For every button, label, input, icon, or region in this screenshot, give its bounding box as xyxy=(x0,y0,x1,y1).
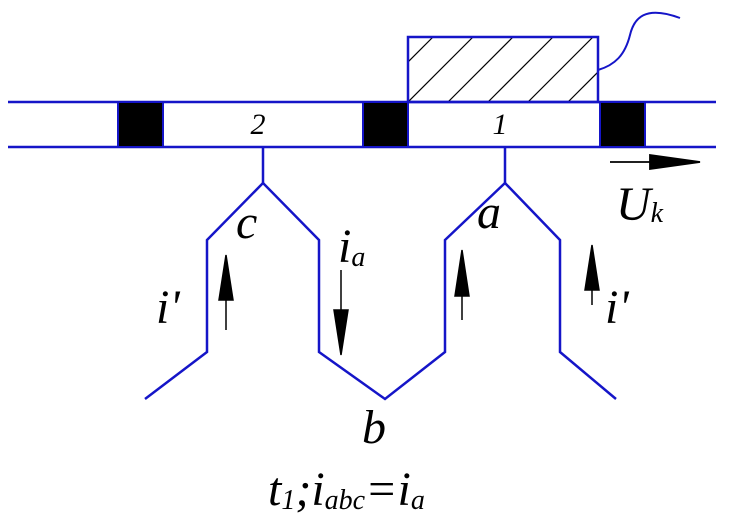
hatched-vehicle xyxy=(406,11,681,104)
arrow-up-left xyxy=(218,254,234,330)
winding xyxy=(144,147,617,401)
hatch-lines xyxy=(408,37,598,102)
segment-1-label: 1 xyxy=(493,108,508,141)
cable-wire xyxy=(597,11,681,71)
node-b-label: b xyxy=(362,401,386,454)
arrow-up-mid xyxy=(454,249,470,320)
arrow-down-ia xyxy=(333,270,349,356)
black-block-2 xyxy=(362,101,409,148)
current-ia-label: ia xyxy=(338,220,365,273)
node-c-label: c xyxy=(236,196,257,249)
labels: 2 1 c a b ia i' i' Uk t1;iabc=ia xyxy=(156,108,664,516)
current-i-prime-left: i' xyxy=(156,281,180,334)
black-block-3 xyxy=(599,101,646,148)
velocity-arrow xyxy=(610,153,701,171)
segment-2-label: 2 xyxy=(251,108,266,141)
arrow-up-right xyxy=(584,244,600,305)
winding-path xyxy=(144,181,617,401)
current-arrows xyxy=(218,244,600,356)
black-blocks xyxy=(117,101,646,148)
node-a-label: a xyxy=(477,186,501,239)
black-block-1 xyxy=(117,101,164,148)
caption: t1;iabc=ia xyxy=(268,463,425,516)
velocity-label: Uk xyxy=(616,178,664,231)
current-i-prime-right: i' xyxy=(605,281,629,334)
